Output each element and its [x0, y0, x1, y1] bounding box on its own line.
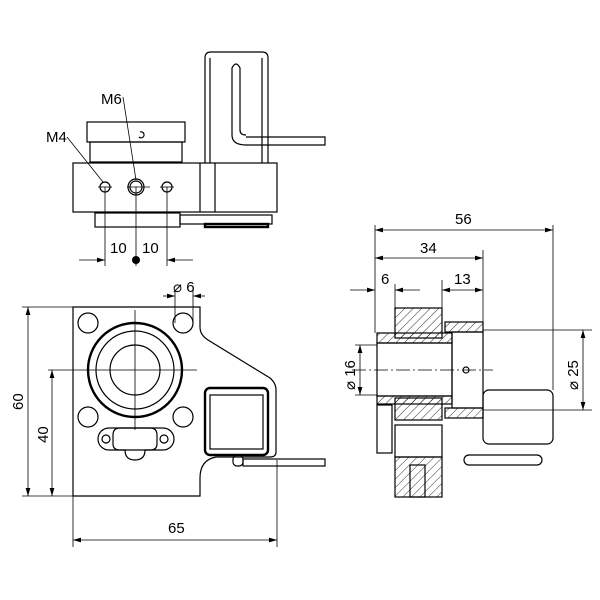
top-view: 10 10 M6 M4: [46, 51, 326, 266]
plate-outline: [72, 306, 277, 497]
bore-sleeve: [376, 342, 453, 397]
spring-ring: [376, 404, 393, 454]
dim-length-total: 56: [455, 211, 472, 228]
base-block: [394, 456, 443, 498]
bracket: [204, 51, 269, 163]
leader-m6: [122, 96, 137, 181]
square-housing-side: [482, 389, 554, 445]
label-m4: M4: [46, 129, 67, 146]
dim-bore-diameter: ⌀ 16: [342, 360, 359, 390]
label-m6: M6: [101, 91, 122, 108]
dim-length-head: 13: [454, 271, 471, 288]
front-view: ⌀ 6 60 40 65: [10, 279, 326, 547]
drum-top: [86, 121, 186, 143]
dim-height-total: 60: [10, 393, 27, 410]
mount-hole: [172, 406, 194, 428]
mount-block: [72, 162, 278, 213]
dim-hole-diameter: ⌀ 6: [173, 279, 195, 296]
leader-m4: [66, 136, 104, 183]
dim-head-diameter: ⌀ 25: [565, 360, 582, 390]
front-lever: [242, 458, 326, 467]
sleeve-top: [376, 332, 453, 344]
lever: [231, 134, 326, 146]
drum-base: [89, 141, 183, 163]
lever-slot: [231, 63, 247, 136]
datum-dot: [132, 256, 140, 264]
dim-height-center: 40: [35, 426, 52, 443]
mount-hole: [77, 312, 99, 334]
drum-mark: [138, 131, 145, 139]
side-lever: [463, 454, 543, 466]
dim-length-body: 34: [420, 240, 437, 257]
mount-hole: [172, 312, 194, 334]
mount-hole: [77, 406, 99, 428]
dim-spacing-right: 10: [142, 240, 159, 257]
section-view: 56 34 6 13 ⌀ 16 ⌀ 25: [342, 211, 592, 498]
dim-width-total: 65: [168, 520, 185, 537]
dim-spacing-left: 10: [110, 240, 127, 257]
dim-length-collar: 6: [381, 271, 389, 288]
square-housing: [203, 386, 270, 457]
hole-m6: [127, 178, 150, 196]
